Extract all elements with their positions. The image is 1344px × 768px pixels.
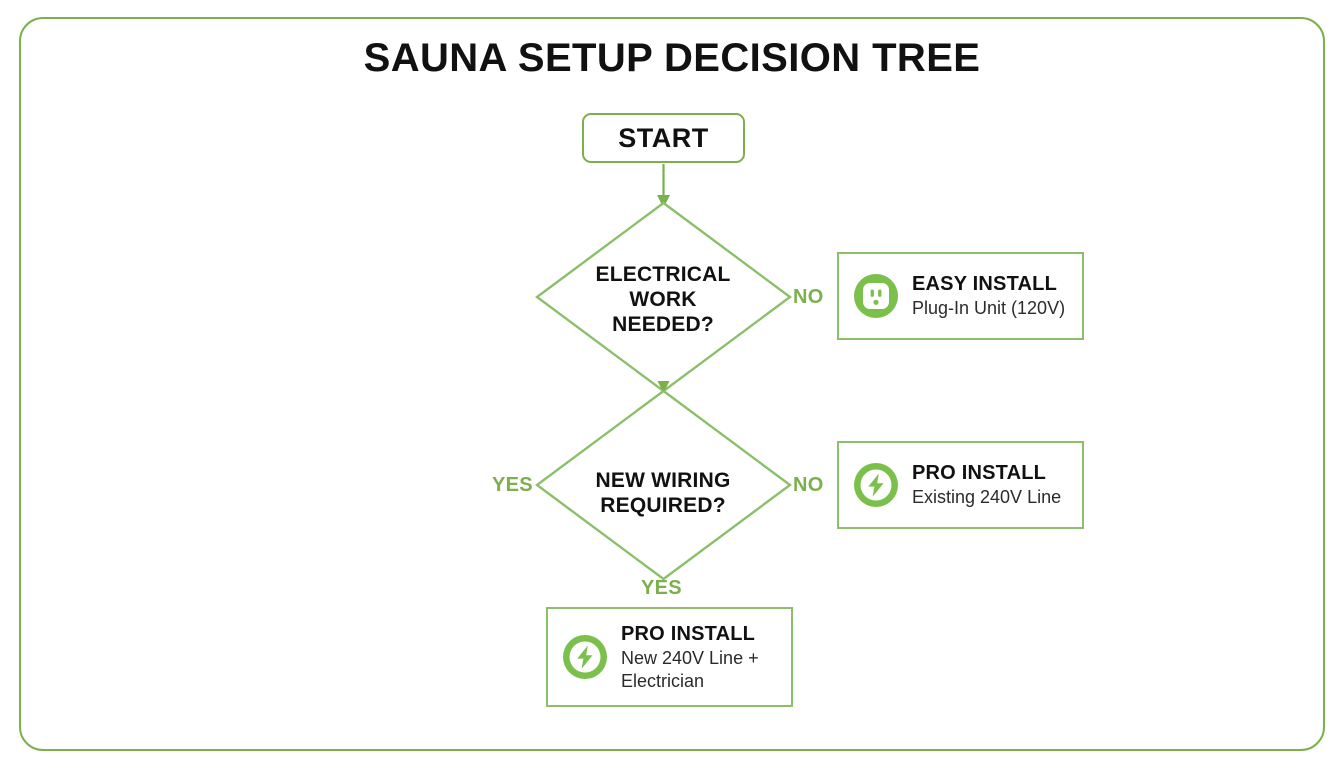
decision-1-line-1: ELECTRICAL	[595, 263, 731, 286]
outcome-subtitle-pro-install-existing: Existing 240V Line	[912, 487, 1062, 507]
outcome-title-pro-install-new: PRO INSTALL	[621, 622, 756, 645]
outcome-subtitle-pro-install-new: New 240V Line + Electrician	[621, 647, 759, 691]
edge-label-decision-2-yes-down: YES	[641, 577, 682, 599]
edge-label-decision-1-no: NO	[793, 286, 824, 308]
start-node-label: START	[618, 122, 709, 153]
outcome-text-easy-install: EASY INSTALL Plug-In Unit (120V)	[912, 272, 1073, 320]
decision-1-label: ELECTRICAL WORK NEEDED?	[533, 262, 793, 337]
outcome-text-pro-install-new: PRO INSTALL New 240V Line + Electrician	[621, 622, 777, 693]
outcome-title-easy-install: EASY INSTALL	[912, 273, 1058, 295]
outcome-box-pro-install-new[interactable]: PRO INSTALL New 240V Line + Electrician	[546, 607, 793, 707]
decision-2-line-1: NEW WIRING	[595, 469, 731, 492]
decision-2-line-2: REQUIRED?	[600, 494, 726, 517]
lightning-bolt-icon	[562, 634, 608, 680]
outcome-text-pro-install-existing: PRO INSTALL Existing 240V Line	[912, 461, 1069, 509]
page-title: SAUNA SETUP DECISION TREE	[363, 36, 981, 80]
decision-2-label: NEW WIRING REQUIRED?	[533, 468, 793, 518]
outer-frame	[19, 17, 1325, 751]
edge-label-decision-2-no: NO	[793, 474, 824, 496]
decision-1-line-3: NEEDED?	[612, 313, 714, 336]
edge-label-decision-2-yes-left: YES	[492, 474, 533, 496]
outcome-box-pro-install-existing[interactable]: PRO INSTALL Existing 240V Line	[837, 441, 1084, 529]
lightning-bolt-icon	[853, 462, 899, 508]
outcome-subtitle-easy-install: Plug-In Unit (120V)	[912, 298, 1066, 318]
decision-1-line-2: WORK	[629, 288, 697, 311]
power-outlet-icon	[853, 273, 899, 319]
outcome-title-pro-install-existing: PRO INSTALL	[912, 462, 1047, 484]
outcome-box-easy-install[interactable]: EASY INSTALL Plug-In Unit (120V)	[837, 252, 1084, 340]
start-node[interactable]: START	[582, 113, 745, 163]
